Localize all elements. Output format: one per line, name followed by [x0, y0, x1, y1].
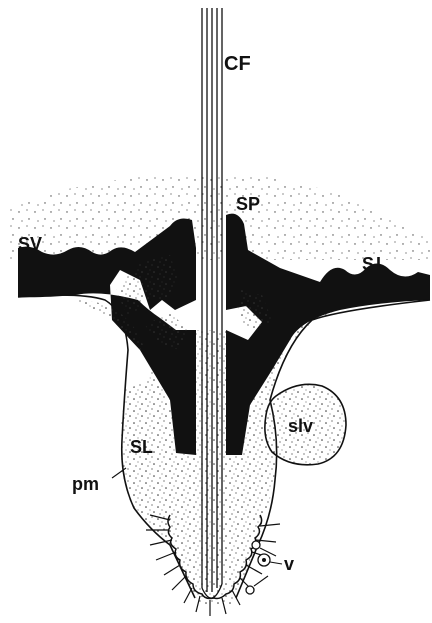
- label-sl-inner: SL: [130, 437, 153, 457]
- upper-stipple-zone: [10, 174, 430, 260]
- label-sl-right: SL: [362, 254, 389, 274]
- small-vesicle: [252, 541, 260, 549]
- label-v: v: [284, 554, 294, 574]
- small-vesicle: [246, 586, 254, 594]
- label-slv: slv: [288, 416, 313, 436]
- vesicle-core: [262, 558, 266, 562]
- label-sv: SV: [18, 234, 42, 254]
- label-cf: CF: [224, 53, 251, 75]
- label-sp: SP: [236, 194, 260, 214]
- label-pm: pm: [72, 474, 99, 494]
